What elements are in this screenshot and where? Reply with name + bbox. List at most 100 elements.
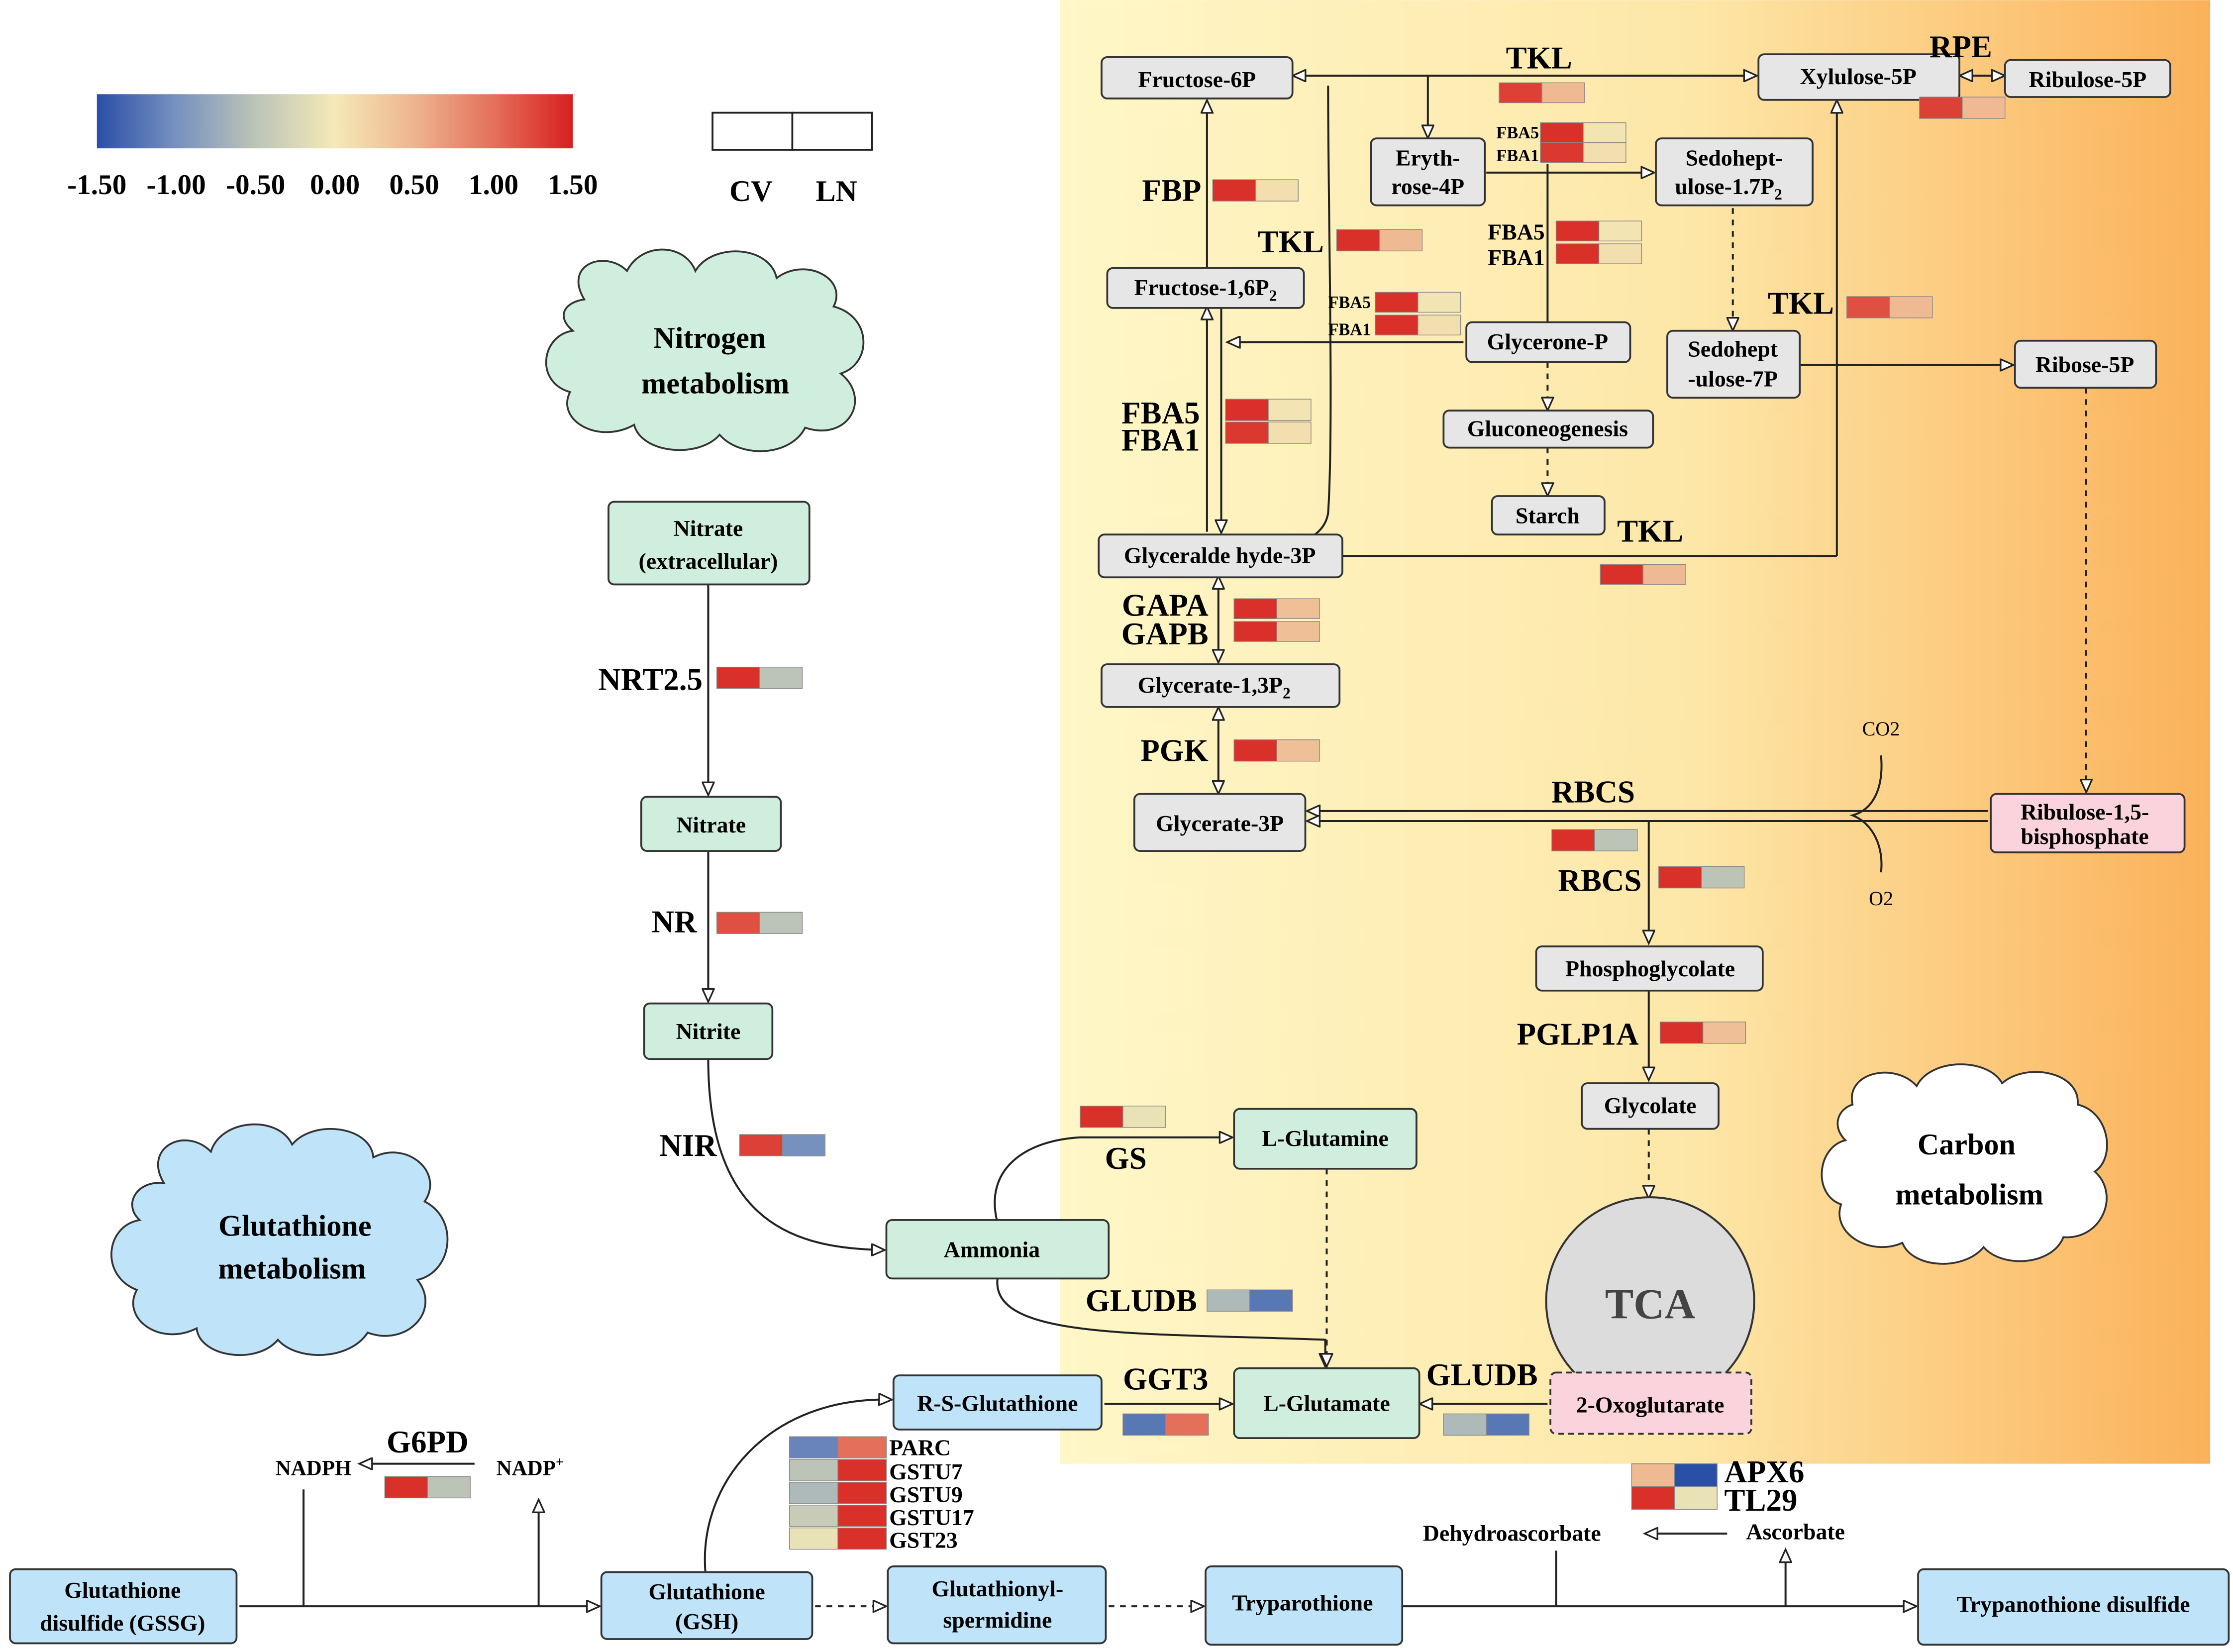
- node-r-s-glutathione: R-S-Glutathione: [892, 1374, 1103, 1431]
- gene-label-fbp: FBP: [1142, 173, 1201, 208]
- pathway-edges: [239, 76, 2086, 1606]
- gene-label-fba1-d: FBA1: [1121, 422, 1200, 457]
- node-glycerate-13p2: Glycerate-1,3P2: [1101, 663, 1341, 708]
- heat-cell-fba5-c-cv: [1375, 292, 1419, 313]
- svg-text:Glycolate: Glycolate: [1604, 1093, 1697, 1118]
- heat-cell-fba1-c-ln: [1418, 314, 1461, 336]
- gene-label-rbcs-a: RBCS: [1551, 775, 1635, 810]
- heat-cell-parc-cv: [789, 1436, 838, 1458]
- heat-cell-gapb-ln: [1276, 621, 1320, 642]
- heat-cell-nir-cv: [739, 1134, 783, 1156]
- gene-label-fba1-a: FBA1: [1496, 146, 1539, 165]
- gene-label-pglp1a: PGLP1A: [1517, 1017, 1639, 1052]
- carbon-cloud-line1: Carbon: [1918, 1128, 2016, 1161]
- heat-cell-gstu9-cv: [789, 1482, 838, 1504]
- heat-cell-nr-ln: [759, 912, 803, 934]
- gene-label-gstu17: GSTU17: [889, 1505, 974, 1530]
- svg-text:Nitrate: Nitrate: [676, 812, 746, 837]
- svg-text:Nitrate: Nitrate: [673, 516, 743, 541]
- node-glutathionyl-spermidine: Glutathionyl- spermidine: [887, 1565, 1107, 1645]
- svg-text:R-S-Glutathione: R-S-Glutathione: [917, 1391, 1078, 1416]
- gene-label-fba5-a: FBA5: [1496, 123, 1539, 142]
- svg-text:Ribulose-1,5-: Ribulose-1,5-: [2021, 799, 2149, 825]
- heat-cell-pgk-cv: [1233, 739, 1277, 762]
- heat-cell-fba1-d-ln: [1268, 421, 1312, 444]
- tca-label: TCA: [1605, 1280, 1695, 1328]
- gene-label-parc: PARC: [889, 1435, 951, 1460]
- gene-label-tkl-low: TKL: [1617, 514, 1683, 549]
- heat-cell-gapa-cv: [1233, 598, 1277, 619]
- heat-cell-gludb-mid-cv: [1207, 1289, 1250, 1312]
- heat-cell-fba1-a-cv: [1540, 142, 1584, 163]
- node-glycerate-3p: Glycerate-3P: [1133, 793, 1307, 852]
- svg-text:spermidine: spermidine: [943, 1607, 1052, 1633]
- heat-cell-nr-cv: [716, 912, 760, 934]
- svg-text:disulfide (GSSG): disulfide (GSSG): [40, 1610, 205, 1636]
- node-fructose-16p2: Fructose-1,6P2: [1106, 267, 1305, 309]
- heat-cell-tl29-ln: [1674, 1486, 1718, 1510]
- heat-cell-fba5-d-cv: [1225, 399, 1269, 421]
- svg-text:Nitrite: Nitrite: [676, 1019, 741, 1044]
- legend-tick-label: -1.00: [147, 169, 206, 201]
- heat-cell-gstu17-cv: [789, 1505, 838, 1527]
- heat-cell-rpe-ln: [1962, 97, 2006, 119]
- nadph-label: NADPH: [276, 1457, 352, 1480]
- heat-cell-gs-ln: [1122, 1106, 1166, 1128]
- gene-label-fba5-c: FBA5: [1328, 293, 1371, 312]
- nitrogen-cloud: Nitrogen metabolism: [545, 248, 865, 452]
- svg-text:L-Glutamine: L-Glutamine: [1262, 1126, 1389, 1151]
- gene-label-ggt3: GGT3: [1123, 1362, 1209, 1397]
- node-nitrite: Nitrite: [643, 1002, 774, 1060]
- node-ammonia: Ammonia: [885, 1219, 1110, 1280]
- heat-cell-fba1-d-cv: [1225, 421, 1269, 444]
- svg-text:Gluconeogenesis: Gluconeogenesis: [1467, 416, 1628, 441]
- legend-tick-label: 0.00: [310, 169, 360, 201]
- node-glycerone-p: Glycerone-P: [1465, 321, 1631, 363]
- svg-text:ulose-1.7P2: ulose-1.7P2: [1675, 174, 1782, 203]
- heat-cell-gludb-mid-ln: [1249, 1289, 1293, 1312]
- svg-text:Phosphoglycolate: Phosphoglycolate: [1565, 956, 1735, 981]
- node-erythrose-4p: Eryth- rose-4P: [1370, 137, 1486, 206]
- node-glycolate: Glycolate: [1581, 1082, 1720, 1130]
- gene-label-gludb-low: GLUDB: [1426, 1357, 1538, 1392]
- heat-cell-fba5-c-ln: [1418, 292, 1461, 313]
- heat-cell-apx6-cv: [1631, 1463, 1675, 1487]
- heat-cell-fba5-d-ln: [1268, 399, 1312, 421]
- svg-text:Glycerate-3P: Glycerate-3P: [1156, 811, 1284, 836]
- svg-text:(GSH): (GSH): [675, 1609, 738, 1634]
- node-starch: Starch: [1491, 495, 1606, 536]
- svg-text:Starch: Starch: [1516, 503, 1580, 528]
- carbon-cloud: Carbon metabolism: [1821, 1063, 2108, 1265]
- node-sedoheptulose-7p: Sedohept -ulose-7P: [1666, 329, 1801, 399]
- svg-text:Fructose-1,6P2: Fructose-1,6P2: [1134, 275, 1277, 304]
- heat-cell-gludb-low-ln: [1486, 1413, 1529, 1436]
- gene-label-tl29: TL29: [1725, 1483, 1798, 1518]
- heat-cell-fba5-a-cv: [1540, 122, 1584, 143]
- heat-cell-tkl-low-cv: [1600, 564, 1643, 585]
- legend-tick-label: 1.50: [548, 169, 598, 201]
- svg-text:Glycerate-1,3P2: Glycerate-1,3P2: [1138, 672, 1291, 702]
- heat-cell-tkl-right-cv: [1846, 296, 1890, 318]
- carbon-cloud-line2: metabolism: [1896, 1178, 2043, 1211]
- heat-cell-gst23-ln: [837, 1527, 887, 1550]
- legend-tick-label: 1.00: [469, 169, 518, 201]
- heat-cell-rbcs-a-cv: [1551, 829, 1595, 851]
- node-tryparothione: Tryparothione: [1205, 1565, 1404, 1646]
- metabolite-labels: CO2 O2 NADPH NADP+ Dehydroascorbate Asco…: [276, 718, 1900, 1546]
- svg-text:-ulose-7P: -ulose-7P: [1688, 366, 1778, 391]
- sample-box-cv: [711, 111, 794, 151]
- svg-text:Fructose-6P: Fructose-6P: [1138, 67, 1256, 92]
- heat-cell-fba5-a-ln: [1583, 122, 1626, 143]
- heat-cell-rbcs-a-ln: [1594, 829, 1638, 851]
- gene-label-nrt25: NRT2.5: [598, 662, 703, 697]
- node-glyceraldehyde-3p: Glyceralde hyde-3P: [1098, 533, 1343, 579]
- heat-cell-pglp1a-cv: [1659, 1022, 1704, 1044]
- heat-cell-gapa-ln: [1276, 598, 1320, 619]
- ascorbate-label: Ascorbate: [1746, 1519, 1844, 1544]
- heat-cell-fba1-b-ln: [1598, 243, 1642, 264]
- svg-text:Eryth-: Eryth-: [1396, 145, 1460, 171]
- heat-cell-fba1-b-cv: [1555, 243, 1600, 264]
- svg-text:Ribose-5P: Ribose-5P: [2035, 352, 2134, 377]
- node-trypanothione-disulfide: Trypanothione disulfide: [1917, 1568, 2230, 1646]
